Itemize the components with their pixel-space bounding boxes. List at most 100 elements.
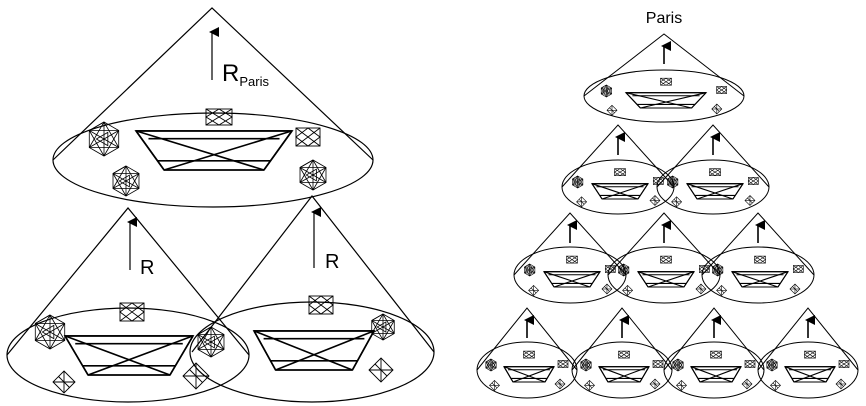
complete-graph-icon bbox=[134, 130, 294, 171]
graph-edge bbox=[543, 271, 555, 288]
cone-outline bbox=[583, 33, 745, 97]
octahedron-icon bbox=[792, 265, 804, 273]
graph-edge bbox=[647, 271, 695, 288]
octahedron-icon bbox=[622, 284, 634, 296]
octa-edge bbox=[748, 177, 759, 185]
octahedron-icon bbox=[716, 284, 728, 296]
cluster-cone bbox=[513, 212, 627, 304]
icosahedron-icon bbox=[299, 159, 327, 191]
octahedron-icon bbox=[652, 360, 664, 368]
cluster-ellipse bbox=[583, 69, 745, 123]
graph-edge bbox=[731, 271, 779, 288]
graph-edge bbox=[163, 130, 293, 171]
icosahedron-icon bbox=[667, 175, 679, 189]
cluster-cone bbox=[476, 307, 578, 399]
octa-edge bbox=[308, 295, 334, 315]
graph-edge bbox=[135, 130, 165, 171]
octa-edge bbox=[614, 168, 626, 176]
octa-inner bbox=[716, 86, 728, 94]
graph-edge bbox=[503, 366, 546, 383]
graph-edge bbox=[591, 183, 603, 200]
octahedron-icon bbox=[308, 295, 334, 315]
octa-inner bbox=[709, 350, 723, 359]
ico-edge bbox=[618, 263, 624, 268]
ico-edge bbox=[197, 334, 212, 358]
cluster-cone bbox=[571, 307, 673, 399]
octahedron-icon bbox=[711, 103, 723, 115]
ico-edge bbox=[601, 84, 607, 89]
ico-inner bbox=[582, 362, 588, 368]
graph-edge bbox=[625, 92, 692, 109]
ico-inner bbox=[41, 324, 55, 340]
diamond-edge bbox=[557, 381, 563, 387]
octahedron-icon bbox=[789, 283, 801, 295]
octahedron-icon bbox=[205, 108, 233, 126]
ico-inner bbox=[603, 88, 609, 94]
graph-edge bbox=[589, 271, 601, 288]
complete-graph-icon bbox=[590, 183, 650, 200]
complete-graph-icon bbox=[784, 366, 836, 383]
ico-edge bbox=[712, 266, 718, 277]
octa-inner bbox=[205, 108, 233, 126]
graph-edge bbox=[591, 183, 639, 200]
ico-inner bbox=[305, 168, 317, 182]
ico-edge bbox=[371, 313, 384, 321]
octa-edge bbox=[710, 350, 722, 359]
complete-graph-icon bbox=[636, 271, 696, 288]
octahedron-icon bbox=[565, 255, 579, 264]
ico-edge bbox=[35, 314, 51, 324]
ico-edge bbox=[712, 263, 718, 268]
ico-edge bbox=[89, 130, 119, 148]
ico-inner bbox=[620, 267, 626, 273]
cluster-cone bbox=[663, 307, 765, 399]
complete-graph-icon bbox=[252, 330, 376, 371]
diamond-edge bbox=[792, 286, 798, 292]
graph-edge bbox=[639, 366, 650, 383]
octa-inner bbox=[522, 350, 536, 359]
ico-edge bbox=[572, 178, 578, 189]
ico-edge bbox=[299, 167, 314, 191]
icosahedron-icon bbox=[672, 358, 684, 372]
octahedron-icon bbox=[554, 378, 566, 390]
complete-graph-icon bbox=[598, 366, 650, 383]
ico-edge bbox=[371, 320, 384, 341]
octa-edge bbox=[205, 108, 233, 126]
diamond-edge bbox=[718, 287, 725, 294]
graph-edge bbox=[543, 271, 591, 288]
octa-edge bbox=[605, 265, 616, 273]
bottom-right-cone-label: R bbox=[325, 251, 339, 273]
complete-graph-icon bbox=[730, 271, 790, 288]
diamond-edge bbox=[189, 369, 203, 383]
octahedron-icon bbox=[753, 255, 767, 264]
graph-edge bbox=[64, 335, 89, 376]
icosahedron-icon bbox=[712, 263, 724, 277]
top-level-label: RParis bbox=[222, 60, 269, 89]
ico-edge bbox=[524, 266, 536, 274]
graph-edge bbox=[64, 335, 171, 376]
octahedron-icon bbox=[649, 378, 661, 390]
ico-inner bbox=[768, 362, 774, 368]
cluster-cone bbox=[757, 307, 859, 399]
bottom-left-cluster-ellipse bbox=[6, 307, 250, 403]
ico-inner bbox=[203, 335, 215, 349]
ico-edge bbox=[485, 361, 497, 369]
cluster-cone bbox=[561, 124, 675, 215]
ico-inner bbox=[487, 362, 493, 368]
ico-inner bbox=[526, 267, 532, 273]
octa-edge bbox=[716, 86, 727, 94]
graph-edge bbox=[696, 183, 744, 200]
octa-edge bbox=[699, 265, 710, 273]
octa-inner bbox=[747, 177, 759, 185]
octahedron-icon bbox=[659, 77, 673, 86]
octahedron-icon bbox=[744, 195, 756, 206]
icosahedron-icon bbox=[112, 165, 140, 197]
ico-edge bbox=[600, 87, 607, 98]
octa-inner bbox=[119, 302, 145, 322]
graph-edge bbox=[553, 271, 601, 288]
octahedron-icon bbox=[601, 283, 613, 295]
octahedron-icon bbox=[741, 378, 753, 390]
octa-inner bbox=[557, 360, 569, 368]
ico-edge bbox=[485, 358, 492, 363]
ico-edge bbox=[672, 358, 679, 363]
icosahedron-icon bbox=[618, 263, 630, 277]
